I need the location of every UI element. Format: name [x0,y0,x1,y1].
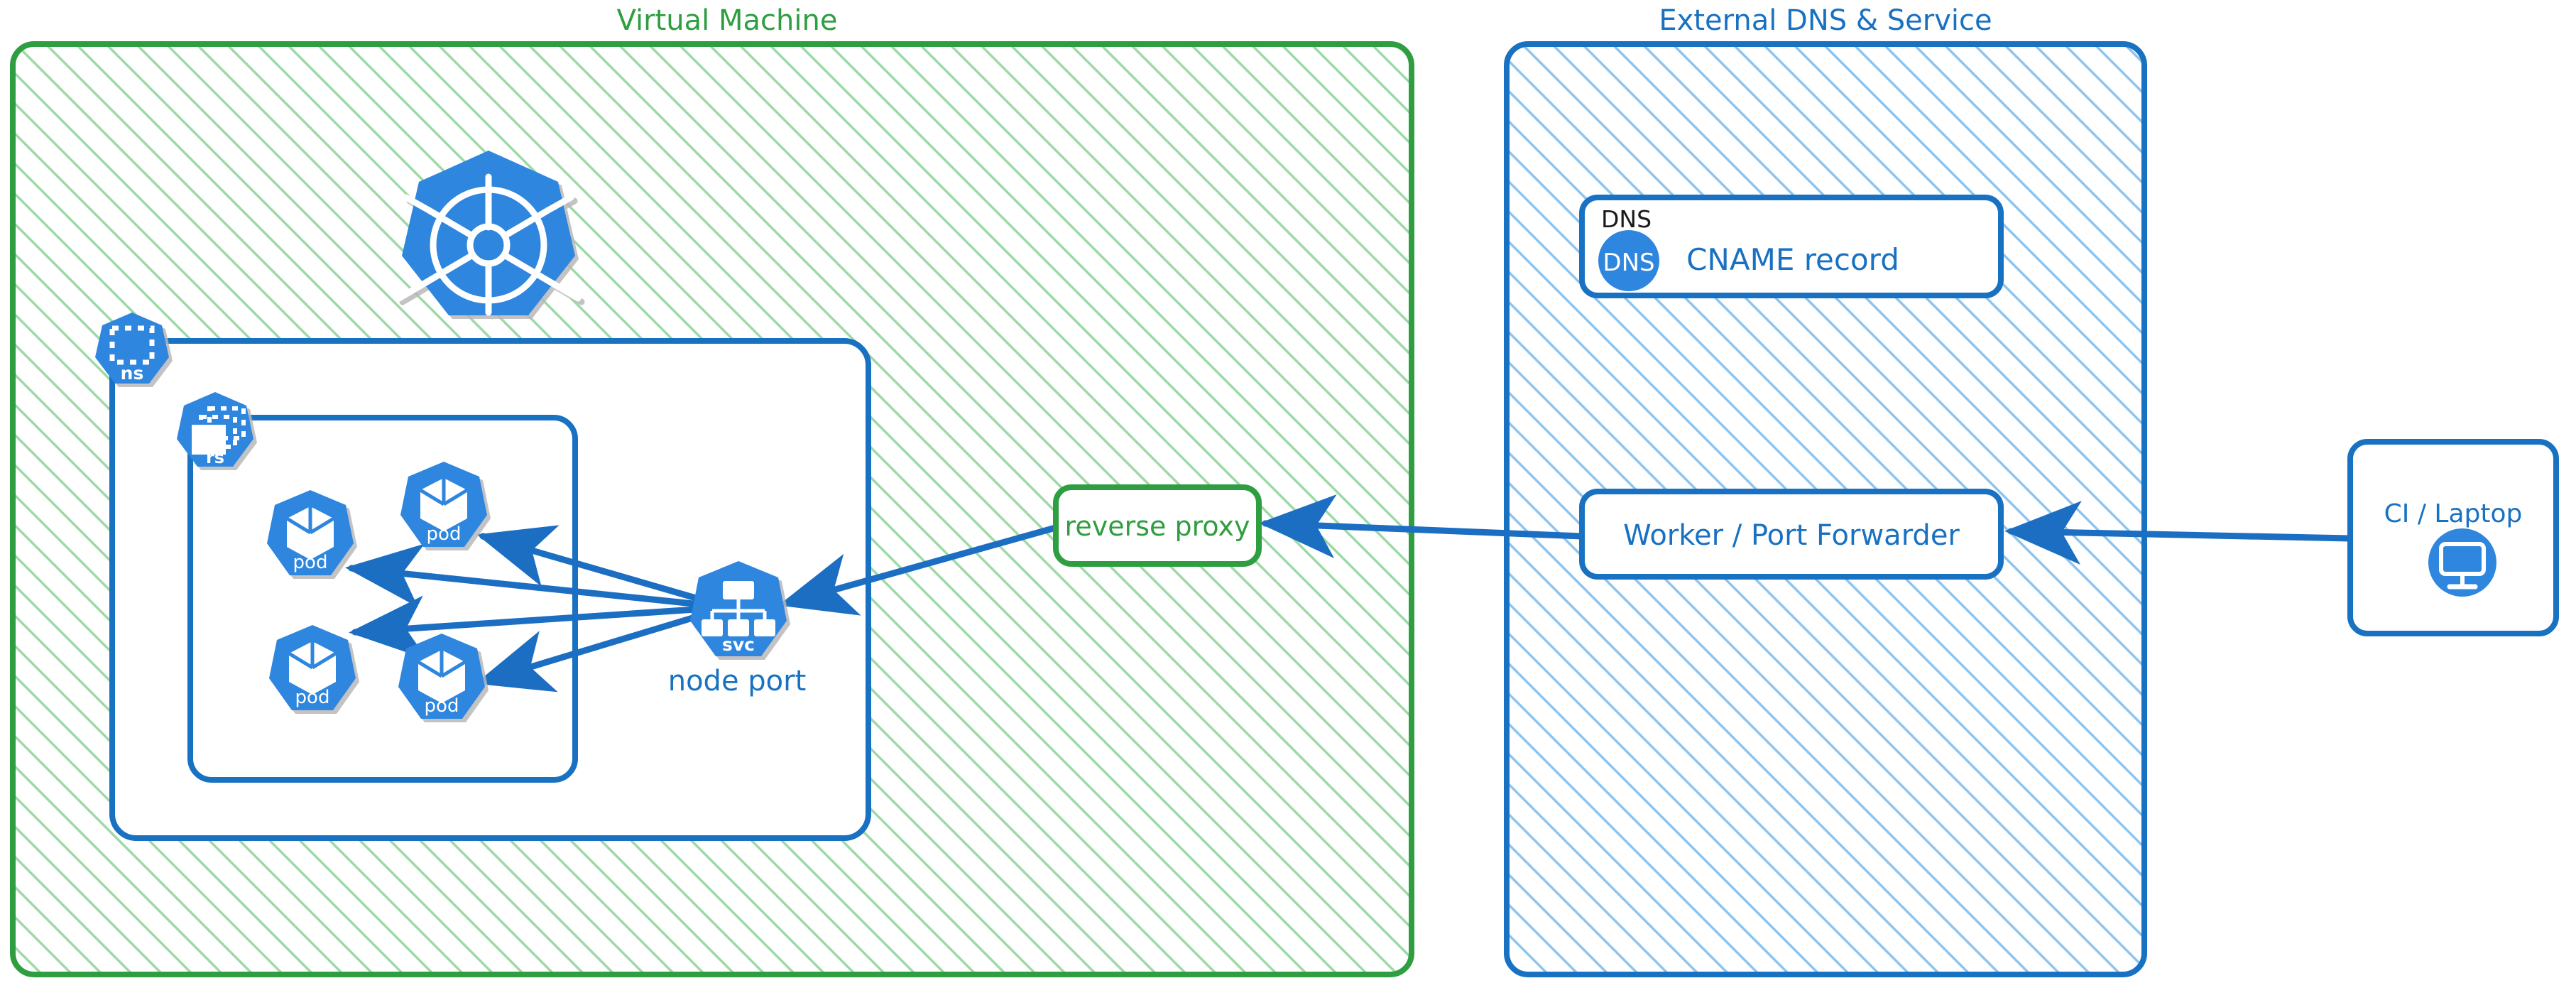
client-node[interactable]: CI / Laptop [2347,439,2559,636]
pod-icon-4: pod [398,634,485,719]
pod-icon-1: pod [267,490,354,575]
pod-icon-3: pod [269,625,356,710]
worker-box[interactable] [1579,489,2004,580]
dns-card-box[interactable] [1579,195,2004,298]
edge-svc-pod-1 [345,543,731,611]
dns-card-tag: DNS [1601,205,1652,233]
pod-badge-label-3: pod [295,687,330,708]
pod-badge-label-4: pod [425,695,459,717]
pod-badge-label-1: pod [293,552,328,573]
cname-record-label: CNAME record [1686,242,1899,277]
edge-client-to-worker [2004,501,2354,565]
pod-icon-2: pod [400,462,487,547]
node-port-caption: node port [668,665,807,697]
edge-worker-to-reverse-proxy [1259,494,1586,558]
replicaset-icon: rs [177,392,253,467]
worker-port-forwarder-node[interactable]: Worker / Port Forwarder [1579,489,2004,580]
edge-svc-pod-3 [349,595,731,660]
replicaset-badge-label: rs [206,447,224,467]
reverse-proxy-label: reverse proxy [1065,511,1250,542]
service-badge-label: svc [722,634,755,655]
namespace-badge-label: ns [121,363,144,384]
dns-cname-card[interactable]: DNS DNS CNAME record [1579,195,2004,298]
worker-label: Worker / Port Forwarder [1623,519,1960,552]
service-icon: svc [690,561,787,656]
edge-reverse-proxy-to-service [778,523,1061,616]
pod-badge-label-2: pod [427,523,462,545]
monitor-icon [2428,528,2496,597]
reverse-proxy-node[interactable]: reverse proxy [1053,484,1262,567]
replicaset-container [187,415,578,783]
service-to-pod-edges [345,525,731,693]
dns-badge-icon [1598,230,1659,291]
edge-svc-pod-2 [476,525,731,611]
virtual-machine-title: Virtual Machine [617,4,838,37]
kubernetes-logo [395,151,582,316]
client-label: CI / Laptop [2384,499,2523,528]
edge-svc-pod-4 [475,604,731,693]
reverse-proxy-box[interactable] [1053,484,1262,567]
external-dns-title: External DNS & Service [1659,4,1992,37]
dns-badge-label: DNS [1603,249,1654,277]
namespace-icon: ns [95,313,169,384]
